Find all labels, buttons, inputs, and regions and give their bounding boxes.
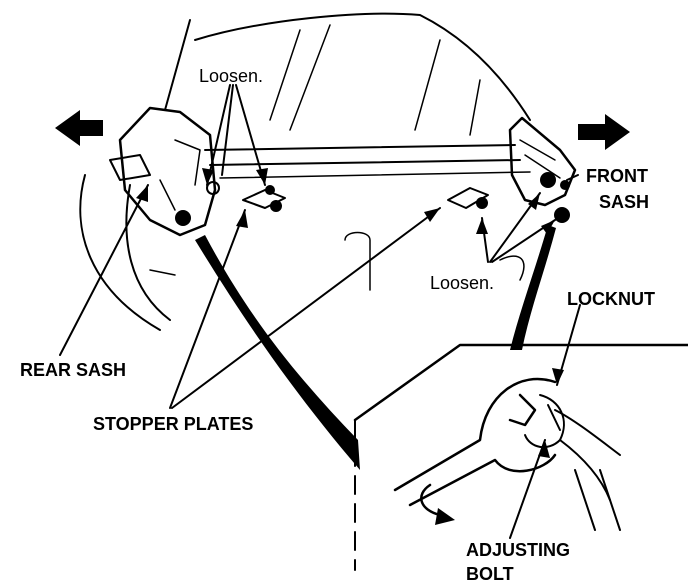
leader-lines [59, 84, 581, 539]
window-glass [194, 12, 531, 136]
leader-arrowheads [136, 168, 564, 458]
front-sash-label-line1: FRONT [586, 166, 648, 186]
front-sash-label-line2: SASH [599, 192, 649, 212]
stopper-plate-left [242, 185, 286, 212]
door-panel [79, 174, 525, 331]
rotation-arrow-icon [420, 483, 455, 525]
arrow-left-icon [55, 110, 103, 146]
rear-sash-label: REAR SASH [20, 360, 126, 380]
stopper-plates-label: STOPPER PLATES [93, 414, 253, 434]
loosen-label-right: Loosen. [430, 273, 494, 293]
locknut-label: LOCKNUT [567, 289, 655, 309]
front-sash [508, 116, 577, 223]
adjusting-bolt-label-line2: BOLT [466, 564, 514, 584]
wrench-icon [393, 377, 621, 531]
loosen-label-top: Loosen. [199, 66, 263, 86]
adjusting-bolt-label-line1: ADJUSTING [466, 540, 570, 560]
stopper-plate-right [447, 187, 489, 209]
arrow-right-icon [578, 114, 630, 150]
detail-inset-frame [353, 343, 688, 571]
antenna-line [164, 19, 191, 111]
upper-rail [204, 144, 531, 179]
detail-callout-bands [195, 225, 556, 470]
